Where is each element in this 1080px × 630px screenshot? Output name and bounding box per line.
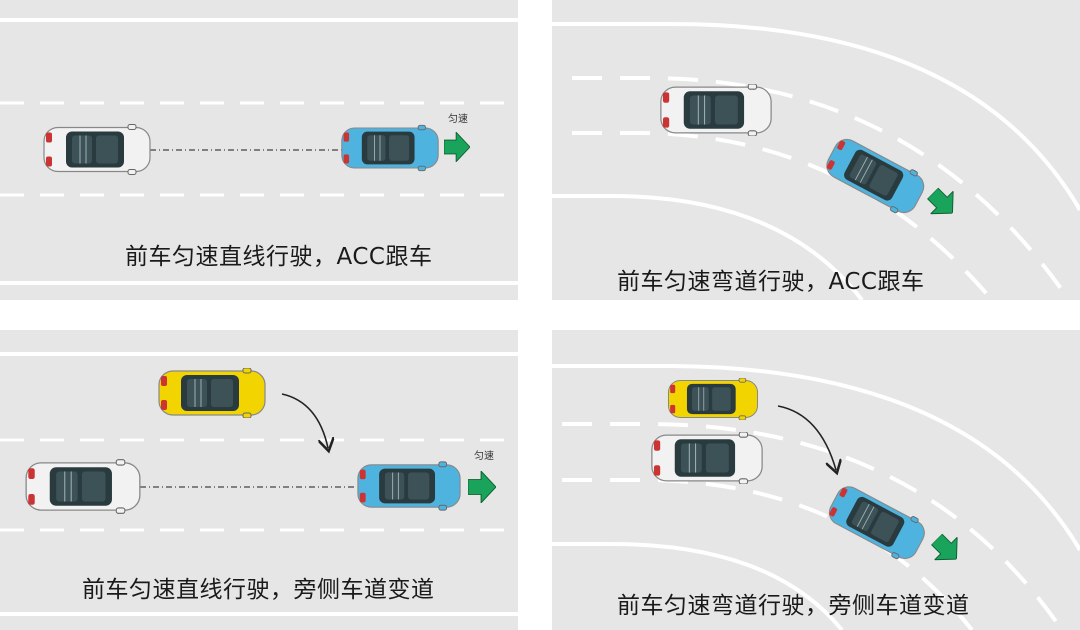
panel-straight-acc: 匀速 前车匀速直线行驶，ACC跟车 — [0, 0, 518, 300]
speed-label: 匀速 — [448, 110, 468, 125]
caption: 前车匀速直线行驶，ACC跟车 — [125, 237, 432, 271]
road-curve — [552, 330, 1080, 630]
cutin-car-icon — [668, 378, 757, 420]
caption: 前车匀速弯道行驶，旁侧车道变道 — [617, 586, 970, 620]
lead-car-icon — [821, 132, 930, 219]
ego-car-icon — [652, 432, 762, 484]
ego-car-icon — [26, 460, 140, 514]
lead-car-icon — [358, 462, 460, 510]
panel-curve-cutin: 前车匀速弯道行驶，旁侧车道变道 — [552, 330, 1080, 630]
ego-car-icon — [44, 125, 150, 175]
green-arrow-icon — [921, 182, 963, 224]
panel-straight-cutin: 匀速 前车匀速直线行驶，旁侧车道变道 — [0, 330, 518, 630]
caption: 前车匀速直线行驶，旁侧车道变道 — [82, 570, 435, 604]
lead-car-icon — [342, 125, 438, 170]
lead-car-icon — [824, 480, 930, 565]
panel-curve-acc: 前车匀速弯道行驶，ACC跟车 — [552, 0, 1080, 300]
green-arrow-icon — [468, 471, 496, 503]
green-arrow-icon — [925, 528, 967, 570]
green-arrow-icon — [444, 132, 470, 161]
cutin-car-icon — [159, 368, 265, 418]
speed-label: 匀速 — [474, 447, 494, 462]
ego-car-icon — [661, 84, 771, 136]
curved-arrow-icon — [778, 406, 836, 470]
road-curve — [552, 0, 1080, 300]
caption: 前车匀速弯道行驶，ACC跟车 — [617, 262, 924, 296]
